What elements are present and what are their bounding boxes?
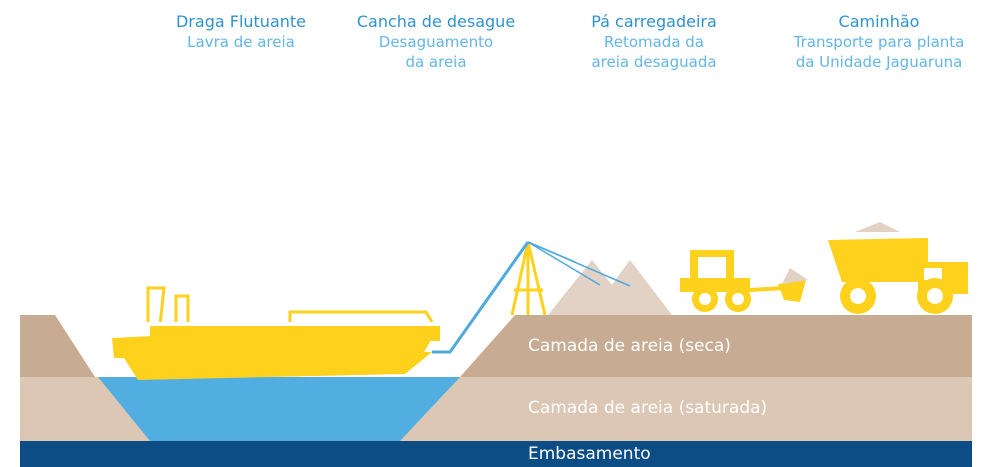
step-description: Retomada da areia desaguada [591,33,717,71]
water-pit [98,377,460,441]
dredge-pipe [432,241,530,354]
step-pa-carregadeira: Pá carregadeira Retomada da areia desagu… [566,12,742,72]
dry-sand-layer-left [20,315,95,377]
layer-label-dry-sand: Camada de areia (seca) [528,336,731,356]
step-draga-flutuante: Draga Flutuante Lavra de areia [156,12,326,52]
layer-label-saturated-sand: Camada de areia (saturada) [528,398,768,418]
base-layer [20,441,972,467]
step-cancha-de-desague: Cancha de desague Desaguamento da areia [348,12,524,72]
step-description: Lavra de areia [187,33,295,51]
conveyor-cables [527,241,631,287]
step-title: Pá carregadeira [591,12,717,31]
step-description: Desaguamento da areia [378,33,494,71]
front-loader [680,250,808,312]
dry-sand-layer-right [460,315,972,377]
sand-pile-2 [590,260,672,315]
step-title: Caminhão [838,12,920,31]
conveyor-tower [510,241,547,316]
layer-label-base: Embasamento [528,444,651,464]
step-description: Transporte para planta da Unidade Jaguar… [793,33,965,71]
step-title: Draga Flutuante [175,12,306,31]
dump-truck [828,222,968,314]
floating-dredge [112,286,442,380]
step-caminhao: Caminhão Transporte para planta da Unida… [770,12,988,72]
step-title: Cancha de desague [356,12,516,31]
